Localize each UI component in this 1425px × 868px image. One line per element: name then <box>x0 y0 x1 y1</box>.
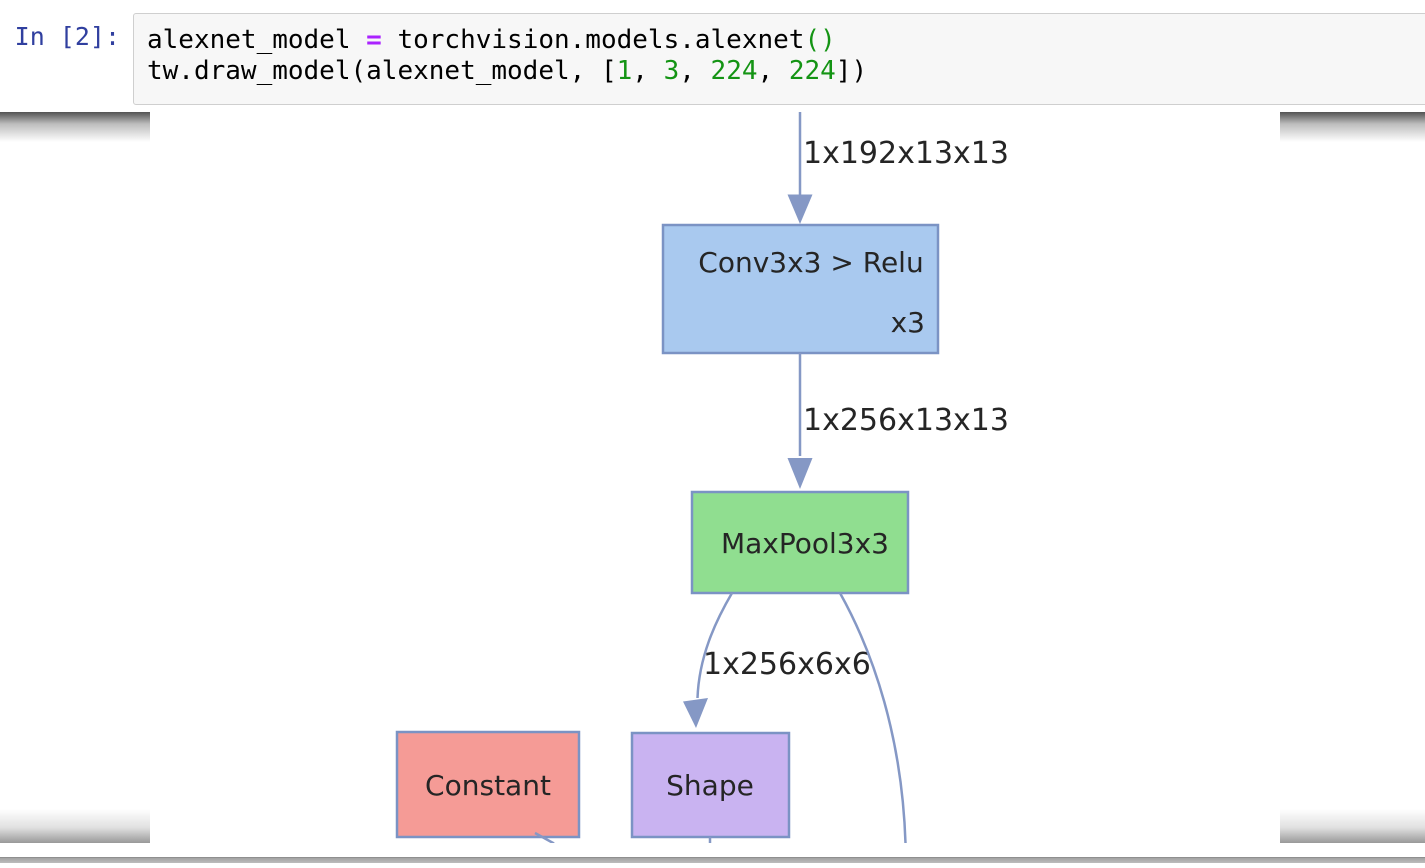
node-maxpool-label: MaxPool3x3 <box>721 527 889 560</box>
horizontal-scrollbar-track[interactable] <box>0 857 1425 863</box>
scroll-shadow-top-left <box>0 112 150 142</box>
code-token-number: 3 <box>663 56 680 86</box>
node-conv-relu-sublabel: x3 <box>891 306 925 339</box>
code-token: alexnet_model <box>147 25 367 55</box>
code-token: , <box>679 56 711 86</box>
scroll-shadow-bottom-left <box>0 809 150 843</box>
code-editor[interactable]: alexnet_model = torchvision.models.alexn… <box>134 14 1425 87</box>
edge-maxpool-to-shape <box>696 592 734 699</box>
edge-arrowhead <box>787 194 813 224</box>
model-graph-svg: 1x192x13x13 Conv3x3 > Relu x3 1x256x13x1… <box>395 112 1009 845</box>
edge-arrowhead <box>787 458 813 489</box>
code-token-number: 224 <box>710 56 758 86</box>
cell-input-prompt: In [2]: <box>14 22 120 51</box>
edge-maxpool-offscreen <box>838 592 907 844</box>
code-token-operator: = <box>366 25 382 55</box>
code-token: ]) <box>835 56 868 86</box>
edge-label-2: 1x256x13x13 <box>803 403 1009 438</box>
edge-constant-offscreen <box>534 831 555 845</box>
node-constant <box>395 730 581 839</box>
node-conv-relu-label: Conv3x3 > Relu <box>698 246 923 279</box>
code-token: tw.draw_model(alexnet_model, [ <box>147 56 617 86</box>
edge-label-3: 1x256x6x6 <box>703 647 871 682</box>
code-line-1: alexnet_model = torchvision.models.alexn… <box>147 25 1425 56</box>
code-token-number: 224 <box>788 56 836 86</box>
node-constant-label: Constant <box>425 769 551 802</box>
scroll-shadow-bottom-right <box>1280 809 1425 843</box>
node-shape-label: Shape <box>666 769 754 802</box>
code-token: , <box>757 56 789 86</box>
edge-arrowhead <box>683 698 708 728</box>
code-token-number: 1 <box>616 56 633 86</box>
node-maxpool <box>690 490 910 595</box>
code-cell-input[interactable]: alexnet_model = torchvision.models.alexn… <box>133 13 1425 105</box>
code-token: torchvision.models.alexnet <box>381 25 805 55</box>
code-line-2: tw.draw_model(alexnet_model, [1, 3, 224,… <box>147 56 1425 87</box>
scroll-shadow-top-right <box>1280 112 1425 142</box>
code-token: , <box>632 56 664 86</box>
code-token-parens: () <box>804 25 836 55</box>
model-graph-output: 1x192x13x13 Conv3x3 > Relu x3 1x256x13x1… <box>150 112 1280 845</box>
output-scroll-area[interactable]: 1x192x13x13 Conv3x3 > Relu x3 1x256x13x1… <box>0 112 1425 845</box>
edge-label-1: 1x192x13x13 <box>803 136 1009 171</box>
